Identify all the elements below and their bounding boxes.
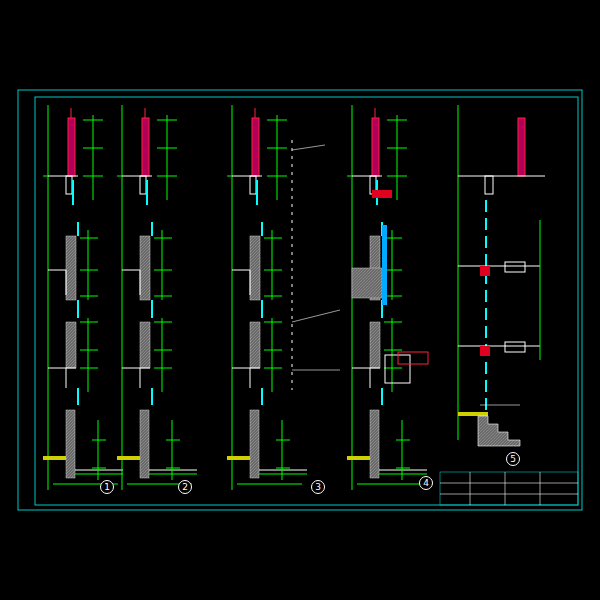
callout-number: 1 <box>104 483 110 492</box>
callout-number: 5 <box>510 455 516 464</box>
callout-circle: 4 <box>419 476 433 490</box>
callout-circle: 2 <box>178 480 192 494</box>
callout-number: 4 <box>423 479 429 488</box>
callout-circle: 1 <box>100 480 114 494</box>
callout-number: 2 <box>182 483 188 492</box>
callout-circle: 3 <box>311 480 325 494</box>
callout-circle: 5 <box>506 452 520 466</box>
callout-number: 3 <box>315 483 321 492</box>
